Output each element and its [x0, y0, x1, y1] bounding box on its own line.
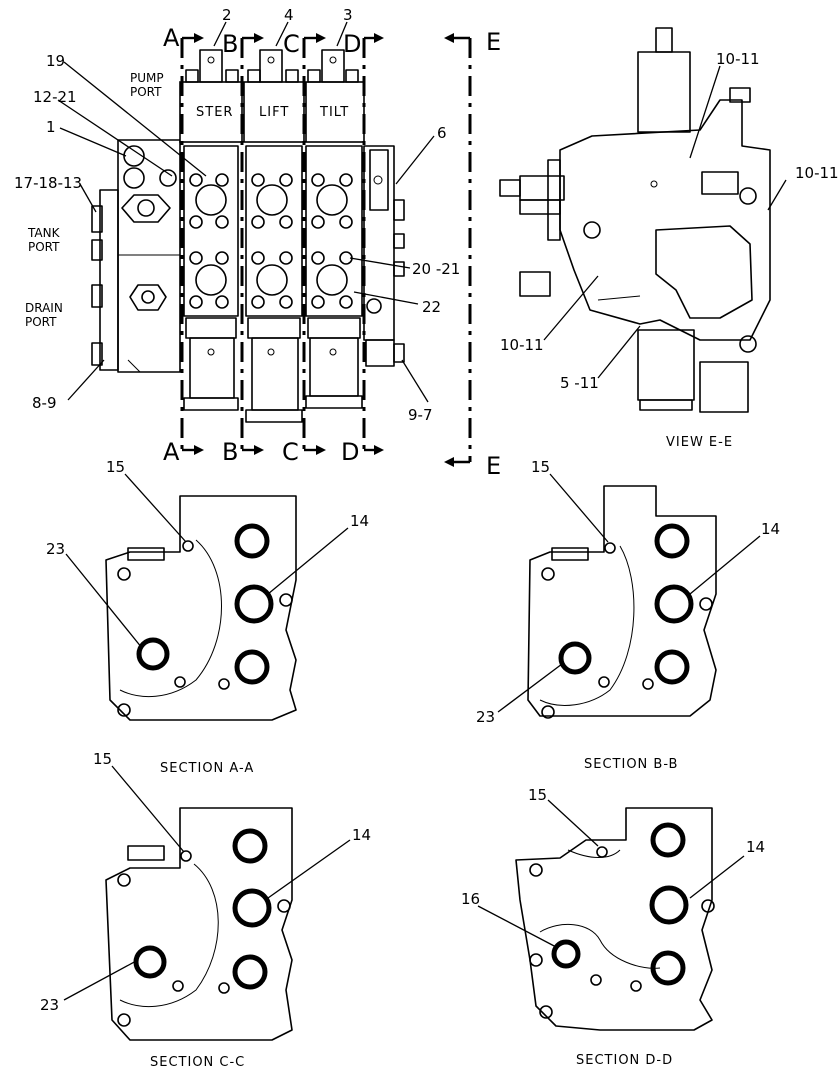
callout-a-15: 15 [106, 458, 125, 476]
section-label-lift: LIFT [259, 105, 289, 120]
main-valve-view: STER LIFT TILT PUMP PORT TANK PORT DRAIN… [25, 49, 405, 423]
callout-22: 22 [422, 298, 441, 316]
tank-port-label: TANK [27, 226, 61, 240]
view-e-e-callouts: 10-11 10-11 10-11 5 -11 VIEW E-E [500, 50, 839, 450]
callout-12-21: 12-21 [33, 88, 77, 106]
callout-2: 2 [222, 6, 232, 24]
callout-d-16: 16 [461, 890, 480, 908]
pump-port-label-2: PORT [130, 85, 162, 99]
section-cut-lines: A B C D E A B C D E [163, 24, 501, 480]
caption-section-a-a: SECTION A-A [160, 761, 254, 776]
section-a-a: 15 14 23 SECTION A-A [46, 458, 369, 776]
cut-letter-e-top: E [486, 28, 501, 56]
callout-c-15: 15 [93, 750, 112, 768]
drain-port-label-2: PORT [25, 315, 57, 329]
callout-19: 19 [46, 52, 65, 70]
callout-4: 4 [284, 6, 294, 24]
caption-view-e-e: VIEW E-E [666, 435, 733, 450]
callout-9-7: 9-7 [408, 406, 433, 424]
section-b-b: 15 14 23 SECTION B-B [476, 458, 780, 772]
cut-letter-c-top: C [283, 30, 300, 58]
section-label-tilt: TILT [319, 105, 349, 120]
cut-letter-d-top: D [343, 30, 361, 58]
callout-a-14: 14 [350, 512, 369, 530]
tank-port-label-2: PORT [28, 240, 60, 254]
caption-section-b-b: SECTION B-B [584, 757, 678, 772]
callout-20-21: 20 -21 [412, 260, 460, 278]
cut-letter-a-top: A [163, 24, 180, 52]
valve-section-ster [179, 49, 243, 411]
cut-letter-e-bot: E [486, 452, 501, 480]
cut-letter-b-top: B [222, 30, 238, 58]
drain-port-label: DRAIN [25, 301, 63, 315]
caption-section-c-c: SECTION C-C [150, 1055, 245, 1070]
caption-section-d-d: SECTION D-D [576, 1053, 673, 1068]
valve-section-lift [243, 49, 305, 423]
callout-b-14: 14 [761, 520, 780, 538]
section-label-ster: STER [196, 105, 233, 120]
main-view-callouts: 2 4 3 19 12-21 1 17-18-13 6 20 -21 22 8-… [14, 6, 460, 424]
view-e-e [499, 27, 771, 413]
callout-17-18-13: 17-18-13 [14, 174, 82, 192]
callout-b-15: 15 [531, 458, 550, 476]
callout-view-e-10-11-left: 10-11 [500, 336, 544, 354]
callout-3: 3 [343, 6, 353, 24]
callout-a-23: 23 [46, 540, 65, 558]
callout-d-14: 14 [746, 838, 765, 856]
callout-view-e-5-11: 5 -11 [560, 374, 599, 392]
callout-6: 6 [437, 124, 447, 142]
callout-8-9: 8-9 [32, 394, 57, 412]
section-c-c: 15 14 23 SECTION C-C [40, 750, 371, 1070]
callout-view-e-10-11-right: 10-11 [795, 164, 839, 182]
cut-letter-d-bot: D [341, 438, 359, 466]
callout-view-e-10-11-top: 10-11 [716, 50, 760, 68]
callout-1: 1 [46, 118, 56, 136]
callout-b-23: 23 [476, 708, 495, 726]
valve-section-tilt [305, 49, 365, 409]
cut-letter-c-bot: C [282, 438, 299, 466]
cut-letter-a-bot: A [163, 438, 180, 466]
pump-port-label: PUMP [130, 71, 164, 85]
callout-d-15: 15 [528, 786, 547, 804]
callout-c-14: 14 [352, 826, 371, 844]
cut-letter-b-bot: B [222, 438, 238, 466]
section-d-d: 15 14 16 SECTION D-D [461, 786, 765, 1068]
callout-c-23: 23 [40, 996, 59, 1014]
